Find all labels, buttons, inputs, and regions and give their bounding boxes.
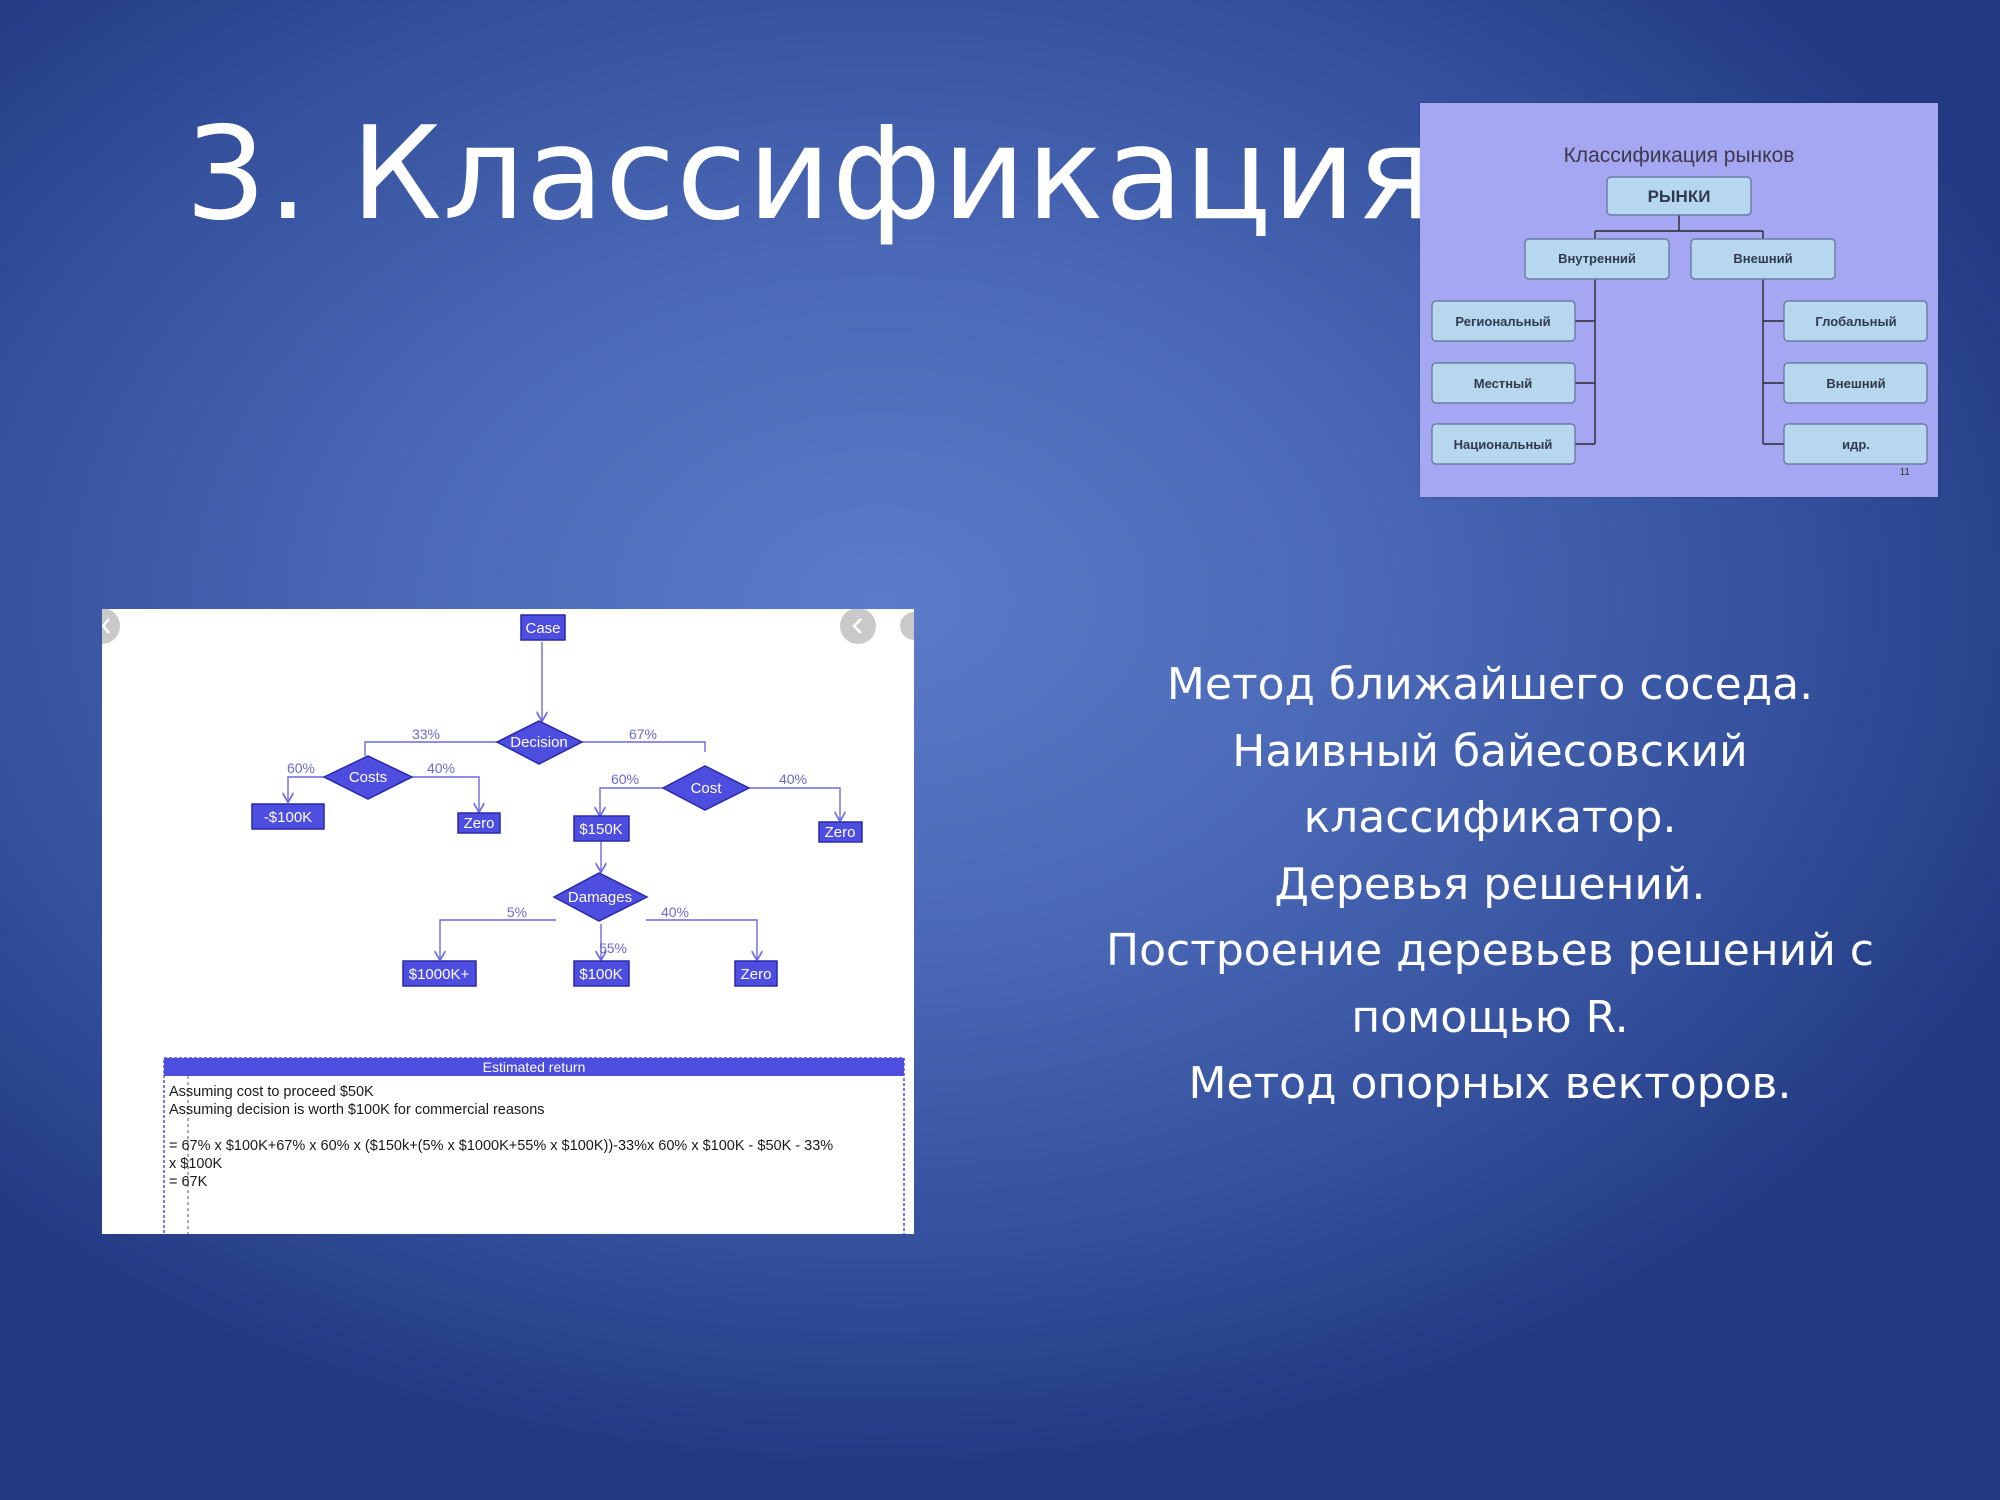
node-case-box xyxy=(520,614,566,641)
node-zero-b-label: Zero xyxy=(825,824,856,841)
pct-cost-right: 40% xyxy=(779,771,807,787)
node-150k-box xyxy=(573,815,630,842)
market-external-label: Внешний xyxy=(1733,251,1792,266)
decision-tree-figure: 33% 67% 60% 40% 60% 40% 5% 55% 40% Case … xyxy=(102,609,914,1234)
node-damages-diamond xyxy=(552,872,649,922)
market-etc-label: идр. xyxy=(1842,437,1870,452)
decision-tree-edges xyxy=(288,642,840,959)
pct-costs-left: 60% xyxy=(287,760,315,776)
node-100k-box xyxy=(573,960,630,987)
node-100k-label: $100K xyxy=(579,966,622,983)
market-root-label: РЫНКИ xyxy=(1648,187,1711,206)
method-item: Деревья решений. xyxy=(1274,858,1706,910)
node-costs-label: Costs xyxy=(349,769,387,786)
market-classification-diagram: Классификация рынков РЫНКИ Внутренний Вн… xyxy=(1431,144,1928,478)
market-external-box xyxy=(1690,238,1836,280)
node-decision-label: Decision xyxy=(510,734,568,751)
node-damages-label: Damages xyxy=(568,889,632,906)
market-external2-box xyxy=(1783,362,1928,404)
node-zero-c-box xyxy=(734,960,778,987)
node-150k-label: $150K xyxy=(579,821,622,838)
estimate-line-4: = 67% x $100K+67% x 60% x ($150k+(5% x $… xyxy=(169,1138,833,1154)
estimate-line-1: Assuming cost to proceed $50K xyxy=(169,1084,374,1100)
carousel-edge-icon[interactable] xyxy=(900,612,914,640)
market-classification-figure: Классификация рынков РЫНКИ Внутренний Вн… xyxy=(1420,103,1938,497)
pct-decision-left: 33% xyxy=(412,726,440,742)
market-global-box xyxy=(1783,300,1928,342)
decision-tree-diagram: 33% 67% 60% 40% 60% 40% 5% 55% 40% Case … xyxy=(102,609,914,1234)
slide-title: 3. Классификация xyxy=(185,100,1435,249)
method-item: Наивный байесовский xyxy=(1232,725,1748,777)
node-cost-diamond xyxy=(661,765,751,811)
market-root-box xyxy=(1606,176,1752,216)
pct-cost-left: 60% xyxy=(611,771,639,787)
node-zero-a-box xyxy=(457,812,501,834)
market-external2-label: Внешний xyxy=(1826,376,1885,391)
method-item: помощью R. xyxy=(1351,991,1629,1043)
methods-list: Метод ближайшего соседа. Наивный байесов… xyxy=(1040,652,1940,1118)
pct-costs-right: 40% xyxy=(427,760,455,776)
node-case-label: Case xyxy=(525,620,560,637)
node-zero-b-box xyxy=(818,821,863,843)
node-1000k-box xyxy=(402,960,477,987)
carousel-next-icon[interactable] xyxy=(840,609,876,644)
node-costs-diamond xyxy=(322,755,414,800)
market-local-box xyxy=(1431,362,1576,404)
market-diagram-title: Классификация рынков xyxy=(1564,144,1795,167)
estimated-return-panel: Estimated return Assuming cost to procee… xyxy=(163,1057,905,1234)
market-regional-label: Региональный xyxy=(1455,314,1550,329)
estimate-line-5: x $100K xyxy=(169,1156,223,1172)
pct-decision-right: 67% xyxy=(629,726,657,742)
estimate-line-6: = 67K xyxy=(169,1174,208,1190)
market-domestic-label: Внутренний xyxy=(1558,251,1636,266)
market-diagram-connectors xyxy=(1575,215,1784,445)
market-local-label: Местный xyxy=(1474,376,1532,391)
market-global-label: Глобальный xyxy=(1815,314,1896,329)
node-1000k-label: $1000K+ xyxy=(409,966,470,983)
pct-damages-left: 5% xyxy=(507,904,527,920)
node-minus100k-box xyxy=(251,803,325,830)
market-domestic-box xyxy=(1524,238,1670,280)
pct-damages-right: 40% xyxy=(661,904,689,920)
method-item: Построение деревьев решений с xyxy=(1106,925,1874,976)
market-national-box xyxy=(1431,423,1576,465)
node-cost-label: Cost xyxy=(691,780,723,797)
estimate-line-2: Assuming decision is worth $100K for com… xyxy=(169,1102,545,1118)
method-item: Метод ближайшего соседа. xyxy=(1166,659,1814,710)
market-page-number: 11 xyxy=(1900,467,1911,478)
node-zero-c-label: Zero xyxy=(741,966,772,983)
method-item: Метод опорных векторов. xyxy=(1188,1058,1792,1109)
market-national-label: Национальный xyxy=(1454,437,1553,452)
estimated-return-header: Estimated return xyxy=(483,1059,586,1075)
market-etc-box xyxy=(1783,423,1928,465)
node-decision-diamond xyxy=(495,720,584,765)
node-minus100k-label: -$100K xyxy=(264,809,312,826)
method-item: классификатор. xyxy=(1303,792,1677,843)
node-zero-a-label: Zero xyxy=(464,815,495,832)
pct-damages-mid: 55% xyxy=(599,940,627,956)
market-regional-box xyxy=(1431,300,1576,342)
carousel-prev-icon[interactable] xyxy=(102,609,120,644)
